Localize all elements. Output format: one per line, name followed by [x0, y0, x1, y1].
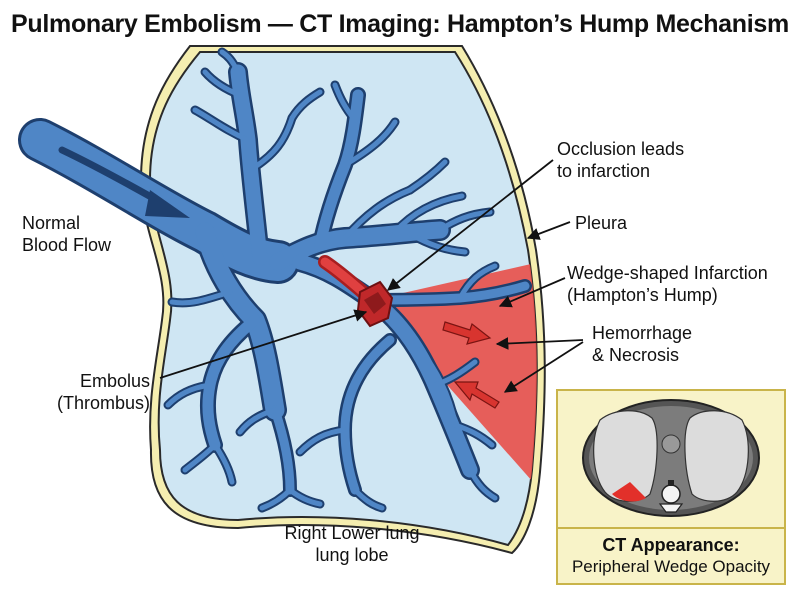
ct-slice-image — [582, 399, 760, 517]
page-title: Pulmonary Embolism — CT Imaging: Hampton… — [11, 10, 789, 38]
leader-lines — [159, 159, 584, 393]
hemorrhage-line-2: & Necrosis — [592, 345, 680, 365]
normal-blood-flow-label: Normal Blood Flow — [22, 212, 111, 256]
occlusion-line-2: to infarction — [557, 161, 651, 181]
embolus-line-1: Embolus — [79, 371, 150, 391]
hemorrhage-arrows — [442, 321, 500, 409]
hemorrhage-line-1: Hemorrhage — [592, 323, 693, 343]
wedge-infarction-label: Wedge-shaped Infarction (Hampton’s Hump) — [567, 262, 768, 306]
pleura-leader — [526, 221, 571, 240]
embolus-line-2: (Thrombus) — [56, 393, 150, 413]
lung-lobe-label: Right Lower lung lung lobe — [262, 522, 442, 566]
normal-flow-line-1: Normal — [22, 213, 81, 233]
embolus-label: Embolus (Thrombus) — [40, 370, 150, 414]
ct-inset-caption: CT Appearance: Peripheral Wedge Opacity — [559, 530, 783, 582]
wedge-line-1: Wedge-shaped Infarction — [567, 263, 768, 283]
normal-flow-line-2: Blood Flow — [22, 235, 112, 255]
lobe-line-1: Right Lower lung — [284, 523, 420, 543]
ct-inset — [556, 389, 786, 585]
ct-caption-title: CT Appearance: — [602, 535, 740, 555]
occlusion-label: Occlusion leads to infarction — [557, 138, 684, 182]
embolus-leader — [159, 309, 368, 379]
pulmonary-vessel-tree — [18, 47, 532, 513]
pleura-label: Pleura — [575, 213, 628, 233]
lobe-line-2: lung lobe — [315, 545, 389, 565]
ct-right-lung — [593, 410, 658, 502]
ct-wedge-opacity — [612, 482, 646, 502]
occlusion-line-1: Occlusion leads — [557, 139, 685, 159]
ct-spine — [658, 480, 684, 513]
hemorrhage-necrosis-label: Hemorrhage & Necrosis — [592, 322, 692, 366]
wedge-line-2: (Hampton’s Hump) — [567, 285, 718, 305]
hemorrhage-leader-bottom — [503, 341, 584, 393]
ct-caption-subtitle: Peripheral Wedge Opacity — [571, 557, 771, 576]
blood-flow-arrow — [58, 146, 190, 218]
ct-left-lung — [684, 410, 749, 502]
occlusion-leader — [387, 159, 554, 291]
wedge-leader — [498, 277, 566, 308]
hemorrhage-leader-top — [495, 337, 584, 350]
